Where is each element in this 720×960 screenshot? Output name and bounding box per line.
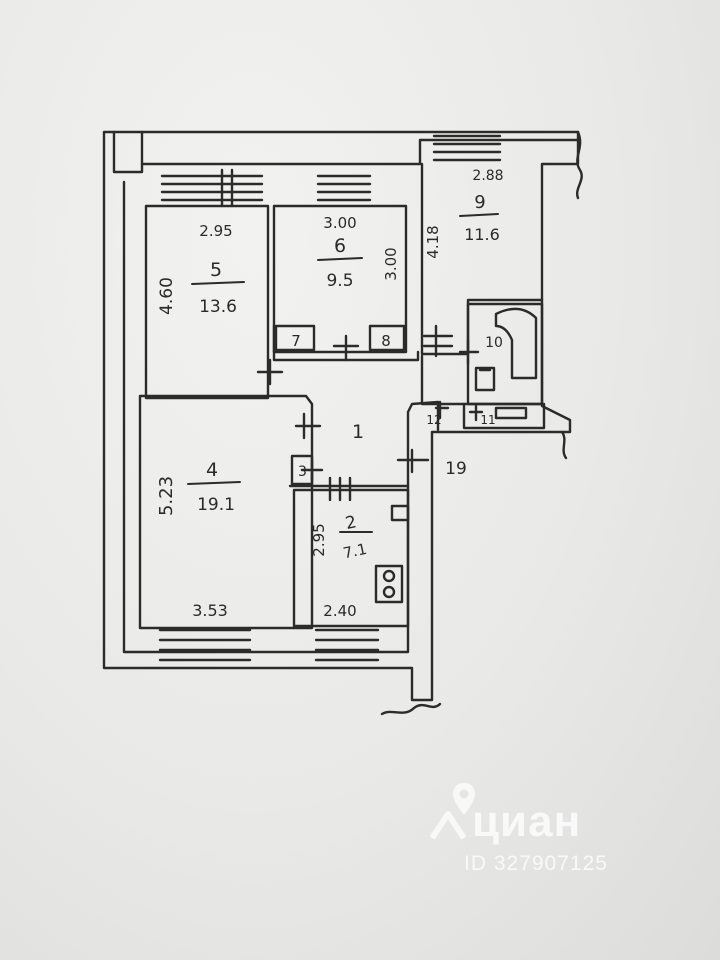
room-6-width: 3.00: [323, 214, 356, 232]
top-wall-inner: [140, 138, 580, 166]
room-5-area: 13.6: [199, 297, 237, 317]
room-2-area: 7.1: [341, 540, 368, 563]
stove-icon: [374, 564, 404, 604]
stair-mark: 19: [445, 459, 467, 479]
room-2-width: 2.40: [323, 602, 356, 620]
wall-room-4: [138, 394, 314, 630]
watermark-brand: циан: [472, 797, 582, 846]
window: [314, 628, 380, 662]
cian-logo-mark: [429, 811, 467, 840]
bathtub-icon: [494, 307, 538, 380]
window: [432, 134, 502, 162]
room-11-label: 11: [480, 413, 495, 427]
wall-room-5: [144, 204, 270, 400]
room-9-label: 9: [474, 192, 485, 213]
closet-3: [290, 454, 314, 486]
outer-wall-inner: [122, 180, 440, 654]
room-1-label: 1: [352, 421, 364, 443]
closet-7: [274, 324, 316, 352]
room-6-length: 3.00: [382, 247, 400, 280]
room-5-label: 5: [210, 259, 222, 281]
window: [316, 174, 372, 202]
room-9-length: 4.18: [424, 225, 442, 258]
room-6-label: 6: [334, 235, 346, 257]
room-5-width: 2.95: [199, 222, 232, 240]
room-4-length: 5.23: [156, 476, 177, 516]
room-5-length: 4.60: [157, 277, 177, 315]
room-12-label: 12: [426, 413, 441, 427]
break-right: [560, 430, 568, 460]
room-9-width: 2.88: [472, 168, 503, 184]
room-6-area: 9.5: [326, 271, 353, 291]
room-4-width: 3.53: [192, 601, 228, 620]
room-4-label: 4: [206, 459, 218, 481]
watermark-listing-id: ID 327907125: [464, 852, 608, 875]
wall-room-11: [462, 402, 546, 430]
counter-icon: [390, 504, 410, 522]
room-2-length: 2.95: [310, 523, 328, 556]
wall-room-2: [292, 488, 410, 628]
window: [160, 174, 264, 202]
outer-wall: [102, 130, 580, 702]
wall-room-6: [272, 204, 408, 354]
room-3-label: 3: [298, 464, 307, 480]
room-7-label: 7: [291, 332, 301, 350]
location-pin-icon: [453, 783, 475, 815]
room-8-label: 8: [381, 332, 391, 350]
room-10-label: 10: [485, 335, 503, 351]
window: [158, 628, 252, 662]
break-top: [575, 130, 583, 200]
room-4-area: 19.1: [197, 495, 235, 515]
sink-icon: [474, 366, 496, 392]
room-2-label: 2: [344, 512, 359, 534]
break-bottom: [380, 702, 442, 716]
room-9-area: 11.6: [464, 225, 500, 244]
closet-8: [368, 324, 406, 352]
